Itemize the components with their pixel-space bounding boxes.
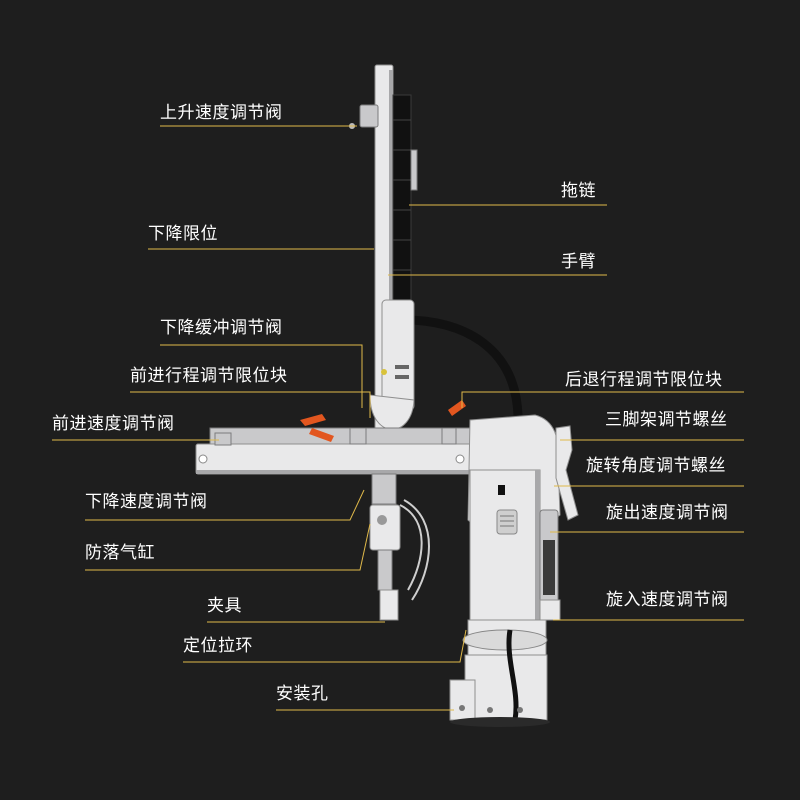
label-lower-buffer-valve: 下降缓冲调节阀 (160, 318, 283, 338)
main-body (467, 414, 561, 621)
tripod-bracket (555, 425, 579, 521)
horizontal-arm (195, 427, 472, 475)
label-arm: 手臂 (561, 252, 596, 272)
gripper-assembly (369, 473, 430, 621)
label-forward-speed-valve: 前进速度调节阀 (52, 414, 175, 434)
label-anti-drop-cylinder: 防落气缸 (85, 543, 155, 563)
leader-lines (52, 125, 744, 711)
label-lower-speed-valve: 下降速度调节阀 (85, 492, 208, 512)
label-rise-speed-valve: 上升速度调节阀 (160, 103, 283, 123)
label-lower-limit: 下降限位 (148, 224, 218, 244)
label-rotate-out-speed-valve: 旋出速度调节阀 (606, 503, 729, 523)
label-tripod-screw: 三脚架调节螺丝 (605, 410, 728, 430)
label-positioning-ring: 定位拉环 (183, 636, 253, 656)
label-mounting-hole: 安装孔 (276, 684, 329, 704)
label-fixture: 夹具 (207, 596, 242, 616)
label-drag-chain: 拖链 (561, 181, 596, 201)
rotation-cylinder (539, 509, 561, 621)
arm-carriage (369, 299, 415, 430)
label-rotate-in-speed-valve: 旋入速度调节阀 (606, 590, 729, 610)
base-column (449, 619, 550, 727)
label-back-stroke-block: 后退行程调节限位块 (565, 370, 723, 390)
label-rotation-angle-screw: 旋转角度调节螺丝 (586, 456, 726, 476)
label-forward-stroke-block: 前进行程调节限位块 (130, 366, 288, 386)
drag-chain (392, 94, 418, 301)
